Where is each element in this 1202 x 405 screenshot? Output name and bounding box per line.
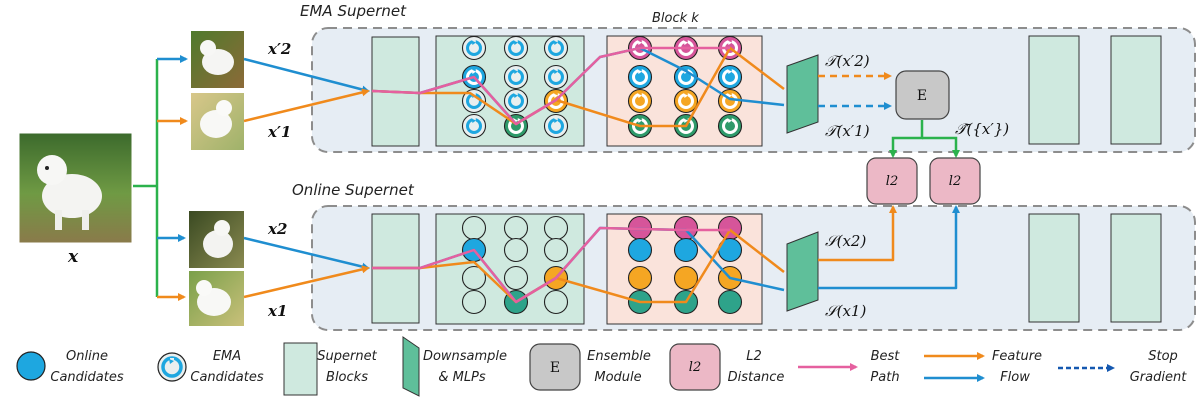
online-feature-flows xyxy=(243,205,960,304)
ema-candidate xyxy=(461,113,487,139)
online-candidate xyxy=(461,265,487,291)
legend-ensemble-icon xyxy=(529,343,581,391)
input-image xyxy=(18,132,133,244)
online-candidate xyxy=(673,265,699,291)
online-candidate xyxy=(543,289,569,315)
legend: Online Candidates EMA Candidates Superne… xyxy=(16,336,1187,397)
online-view-1-label: x1 xyxy=(267,302,287,320)
ema-candidate xyxy=(627,64,653,90)
legend-supernet-line1: Supernet xyxy=(317,349,377,364)
online-supernet-title: Online Supernet xyxy=(292,181,415,199)
legend-l2-icon xyxy=(669,343,721,391)
input-label: x xyxy=(67,247,79,267)
block-k-title: Block k xyxy=(652,11,699,26)
ema-supernet-block-tail-2 xyxy=(1110,35,1162,145)
teacher-output-x2-label: 𝒯(x′2) xyxy=(825,52,870,70)
legend-best-path-line2: Path xyxy=(870,370,899,385)
ema-candidate xyxy=(461,35,487,61)
legend-supernet-block-icon xyxy=(283,342,318,396)
online-view-2-image xyxy=(189,211,244,268)
ema-candidate xyxy=(543,64,569,90)
ema-candidate xyxy=(717,64,743,90)
ema-view-1-image xyxy=(191,93,244,150)
ema-candidate xyxy=(503,35,529,61)
online-candidate xyxy=(503,237,529,263)
online-candidate xyxy=(461,215,487,241)
ema-view-1-label: x′1 xyxy=(267,123,291,141)
online-candidate xyxy=(627,265,653,291)
legend-downsample-icon xyxy=(402,336,420,397)
teacher-ensemble-label: 𝒯̂({x′}) xyxy=(955,120,1009,138)
online-downsample-mlp xyxy=(786,231,819,312)
legend-feature-flow-line1: Feature xyxy=(992,349,1042,364)
ensemble-to-l2-right xyxy=(922,136,960,158)
legend-ema-candidate-icon xyxy=(157,352,187,382)
ema-candidate xyxy=(543,113,569,139)
online-view-1-image xyxy=(189,271,244,326)
legend-online-candidate-icon xyxy=(16,351,46,381)
ema-downsample-mlp xyxy=(786,54,819,134)
l2-distance-right xyxy=(929,157,981,205)
ema-candidate xyxy=(503,88,529,114)
student-output-x1-label: 𝒮(x1) xyxy=(825,302,866,320)
ensemble-module-label: E xyxy=(917,88,927,104)
legend-stop-gradient-line2: Gradient xyxy=(1130,370,1187,385)
online-candidate xyxy=(461,289,487,315)
l2-distance-left xyxy=(866,157,918,205)
ema-candidate xyxy=(627,88,653,114)
ema-candidate xyxy=(503,64,529,90)
legend-online-line2: Candidates xyxy=(50,370,123,385)
ensemble-to-l2-left xyxy=(889,120,924,158)
ema-supernet-title: EMA Supernet xyxy=(300,2,407,20)
online-view-2-label: x2 xyxy=(267,220,287,238)
legend-ema-line2: Candidates xyxy=(190,370,263,385)
legend-ensemble-line1: Ensemble xyxy=(587,349,651,364)
legend-feature-flow-line2: Flow xyxy=(1000,370,1030,385)
legend-best-path-line1: Best xyxy=(871,349,901,364)
ensemble-module xyxy=(895,70,950,120)
augmentation-branches xyxy=(133,55,188,301)
legend-online-line1: Online xyxy=(66,349,108,364)
legend-ema-line1: EMA xyxy=(213,349,241,364)
student-output-x2-label: 𝒮(x2) xyxy=(825,232,866,250)
ema-candidate xyxy=(543,35,569,61)
l2-distance-left-label: l2 xyxy=(886,174,898,189)
legend-stop-gradient-line1: Stop xyxy=(1148,349,1178,364)
online-supernet-block-tail-1 xyxy=(1028,213,1080,323)
ema-view-2-image xyxy=(191,31,244,88)
legend-l2-line1: L2 xyxy=(746,349,762,364)
online-supernet-block-tail-2 xyxy=(1110,213,1162,323)
ema-supernet-block-tail-1 xyxy=(1028,35,1080,145)
teacher-output-x1-label: 𝒯(x′1) xyxy=(825,122,870,140)
legend-supernet-line2: Blocks xyxy=(326,370,368,385)
legend-ensemble-icon-label: E xyxy=(550,360,560,376)
legend-downsample-line1: Downsample xyxy=(423,349,507,364)
legend-l2-icon-label: l2 xyxy=(689,360,701,375)
online-candidate xyxy=(503,265,529,291)
online-candidate xyxy=(543,215,569,241)
legend-l2-line2: Distance xyxy=(728,370,785,385)
legend-downsample-line2: & MLPs xyxy=(438,370,486,385)
ema-candidate xyxy=(673,88,699,114)
online-candidate xyxy=(673,215,699,241)
l2-distance-right-label: l2 xyxy=(949,174,961,189)
ema-candidate xyxy=(717,113,743,139)
ema-feature-flows xyxy=(243,46,892,128)
online-candidate xyxy=(543,237,569,263)
legend-ensemble-line2: Module xyxy=(594,370,641,385)
online-candidate xyxy=(673,237,699,263)
online-candidate xyxy=(627,237,653,263)
online-candidate xyxy=(503,215,529,241)
online-candidate xyxy=(717,289,743,315)
ema-view-2-label: x′2 xyxy=(267,40,291,58)
